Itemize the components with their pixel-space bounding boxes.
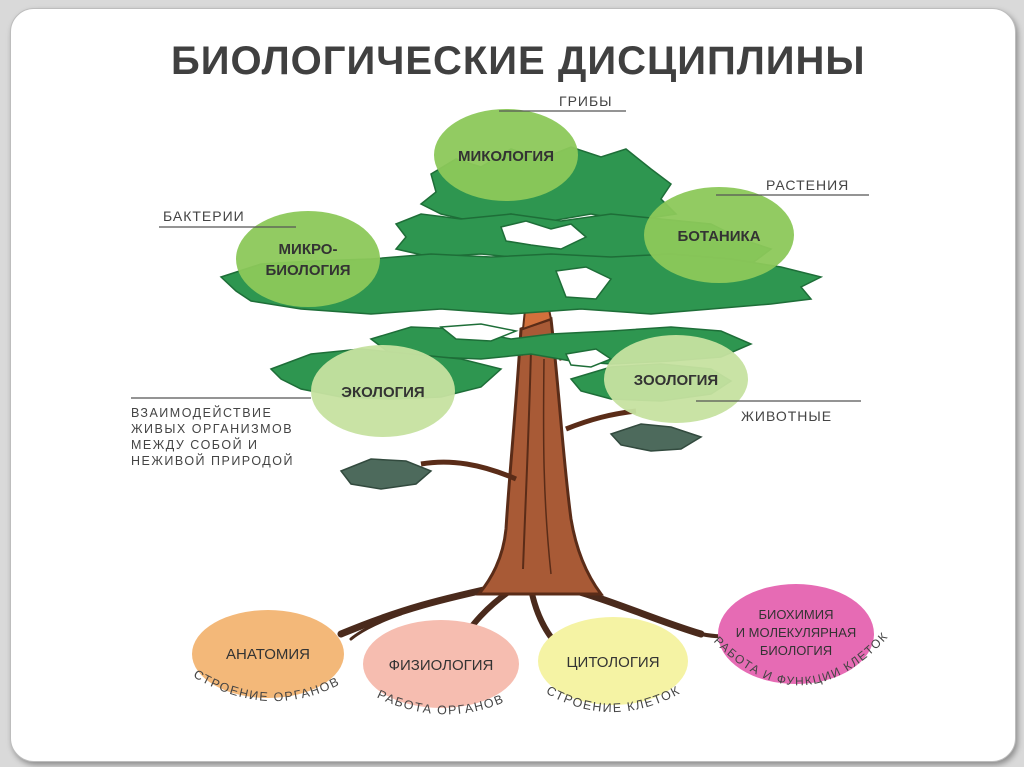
- biology-tree-diagram: МИКОЛОГИЯ ГРИБЫ МИКРО- БИОЛОГИЯ БАКТЕРИИ…: [131, 93, 890, 717]
- ecology-note-line1: ВЗАИМОДЕЙСТВИЕ: [131, 405, 272, 420]
- tree-trunk: [420, 270, 637, 596]
- root-cytology: ЦИТОЛОГИЯ СТРОЕНИЕ КЛЕТОК: [538, 617, 688, 715]
- biochemistry-label-line3: БИОЛОГИЯ: [760, 643, 832, 658]
- branch-microbiology: МИКРО- БИОЛОГИЯ БАКТЕРИИ: [159, 208, 380, 307]
- botany-note: РАСТЕНИЯ: [766, 177, 849, 193]
- zoology-label: ЗООЛОГИЯ: [634, 372, 718, 389]
- cytology-label: ЦИТОЛОГИЯ: [566, 654, 659, 671]
- physiology-label: ФИЗИОЛОГИЯ: [389, 657, 494, 674]
- branch-zoology: ЗООЛОГИЯ ЖИВОТНЫЕ: [604, 335, 861, 424]
- zoology-note: ЖИВОТНЫЕ: [741, 408, 832, 424]
- botany-label: БОТАНИКА: [677, 228, 760, 245]
- biochemistry-label-line2: И МОЛЕКУЛЯРНАЯ: [736, 625, 857, 640]
- slide: БИОЛОГИЧЕСКИЕ ДИСЦИПЛИНЫ: [10, 8, 1016, 762]
- ecology-note-line4: НЕЖИВОЙ ПРИРОДОЙ: [131, 453, 294, 468]
- ecology-note-line2: ЖИВЫХ ОРГАНИЗМОВ: [131, 422, 293, 436]
- slide-title: БИОЛОГИЧЕСКИЕ ДИСЦИПЛИНЫ: [171, 39, 866, 83]
- branch-ecology: ЭКОЛОГИЯ ВЗАИМОДЕЙСТВИЕ ЖИВЫХ ОРГАНИЗМОВ…: [131, 345, 455, 468]
- microbiology-label-line1: МИКРО-: [279, 241, 338, 258]
- mycology-label: МИКОЛОГИЯ: [458, 148, 554, 165]
- ecology-note-line3: МЕЖДУ СОБОЙ И: [131, 437, 259, 452]
- branch-mycology: МИКОЛОГИЯ ГРИБЫ: [434, 93, 626, 201]
- microbiology-note: БАКТЕРИИ: [163, 208, 245, 224]
- mycology-note: ГРИБЫ: [559, 93, 613, 109]
- microbiology-label-line2: БИОЛОГИЯ: [265, 262, 350, 279]
- ecology-label: ЭКОЛОГИЯ: [341, 384, 424, 401]
- root-physiology: ФИЗИОЛОГИЯ РАБОТА ОРГАНОВ: [363, 620, 519, 717]
- root-anatomy: АНАТОМИЯ СТРОЕНИЕ ОРГАНОВ: [191, 610, 344, 704]
- branch-botany: БОТАНИКА РАСТЕНИЯ: [644, 177, 869, 283]
- root-biochemistry: БИОХИМИЯ И МОЛЕКУЛЯРНАЯ БИОЛОГИЯ РАБОТА …: [711, 584, 890, 688]
- biochemistry-label-line1: БИОХИМИЯ: [759, 607, 834, 622]
- anatomy-label: АНАТОМИЯ: [226, 646, 310, 663]
